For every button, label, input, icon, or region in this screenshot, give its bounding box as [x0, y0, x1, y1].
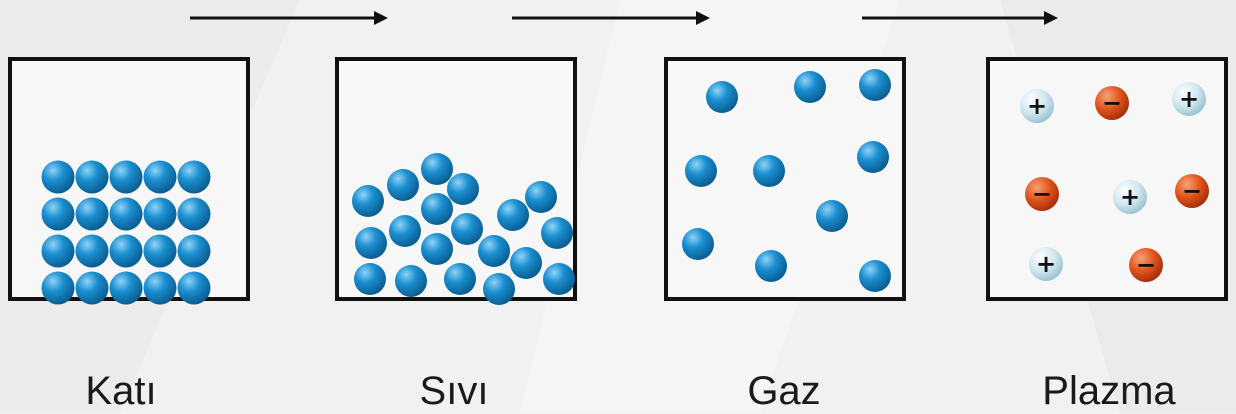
liquid-particle	[395, 265, 427, 297]
solid-particle	[109, 234, 143, 268]
solid-particle	[75, 160, 109, 194]
liquid-state-container	[335, 57, 577, 305]
solid-particle	[177, 234, 211, 268]
negative-ion: −	[1025, 177, 1059, 211]
liquid-particle	[541, 217, 573, 249]
arrow-solid-to-liquid	[190, 11, 388, 25]
plus-sign: +	[1027, 92, 1047, 120]
plus-sign: +	[1179, 85, 1199, 113]
arrow-gas-to-plasma	[862, 11, 1058, 25]
liquid-particle	[497, 199, 529, 231]
gas-particles	[682, 69, 891, 292]
solid-particle	[109, 160, 143, 194]
gas-state-container	[664, 57, 906, 301]
minus-sign: −	[1182, 177, 1202, 205]
liquid-label: Sıvı	[419, 369, 489, 413]
gas-particle	[755, 250, 787, 282]
liquid-particle	[510, 247, 542, 279]
liquid-particle	[444, 263, 476, 295]
solid-particle	[143, 271, 177, 305]
liquid-particle	[421, 233, 453, 265]
positive-ion: +	[1029, 247, 1063, 281]
liquid-particle	[389, 215, 421, 247]
gas-particle	[794, 71, 826, 103]
plasma-state-container: + − + − + − + −	[986, 57, 1228, 301]
liquid-particle	[483, 273, 515, 305]
plus-sign: +	[1120, 183, 1140, 211]
plasma-particles: + − + − + − + −	[1020, 82, 1209, 282]
positive-ion: +	[1020, 89, 1054, 123]
liquid-particles	[352, 153, 575, 305]
liquid-particle	[543, 263, 575, 295]
solid-particle	[41, 234, 75, 268]
solid-particle	[75, 271, 109, 305]
liquid-particle	[352, 185, 384, 217]
solid-particle	[75, 197, 109, 231]
liquid-particle	[447, 173, 479, 205]
solid-particle	[109, 271, 143, 305]
solid-particles	[41, 160, 211, 305]
solid-particle	[109, 197, 143, 231]
gas-particle	[859, 260, 891, 292]
minus-sign: −	[1102, 89, 1122, 117]
solid-particle	[143, 197, 177, 231]
liquid-particle	[387, 169, 419, 201]
solid-particle	[143, 234, 177, 268]
liquid-particle	[421, 153, 453, 185]
solid-label: Katı	[85, 369, 157, 413]
solid-particle	[177, 160, 211, 194]
gas-particle	[682, 228, 714, 260]
liquid-particle	[451, 213, 483, 245]
liquid-particle	[525, 181, 557, 213]
plasma-label: Plazma	[1042, 369, 1176, 413]
gas-particle	[753, 155, 785, 187]
solid-particle	[143, 160, 177, 194]
arrow-liquid-to-gas	[512, 11, 710, 25]
liquid-particle	[354, 263, 386, 295]
negative-ion: −	[1175, 174, 1209, 208]
gas-particle	[816, 200, 848, 232]
gas-particle	[859, 69, 891, 101]
solid-particle	[75, 234, 109, 268]
solid-particle	[41, 197, 75, 231]
liquid-particle	[421, 193, 453, 225]
positive-ion: +	[1113, 180, 1147, 214]
solid-particle	[41, 271, 75, 305]
gas-particle	[685, 155, 717, 187]
solid-state-container	[8, 57, 250, 305]
solid-particle	[41, 160, 75, 194]
minus-sign: −	[1136, 251, 1156, 279]
positive-ion: +	[1172, 82, 1206, 116]
minus-sign: −	[1032, 180, 1052, 208]
gas-label: Gaz	[747, 369, 821, 413]
liquid-particle	[478, 235, 510, 267]
negative-ion: −	[1129, 248, 1163, 282]
liquid-particle	[355, 227, 387, 259]
solid-particle	[177, 197, 211, 231]
gas-particle	[706, 81, 738, 113]
negative-ion: −	[1095, 86, 1129, 120]
plus-sign: +	[1036, 250, 1056, 278]
gas-particle	[857, 141, 889, 173]
solid-particle	[177, 271, 211, 305]
